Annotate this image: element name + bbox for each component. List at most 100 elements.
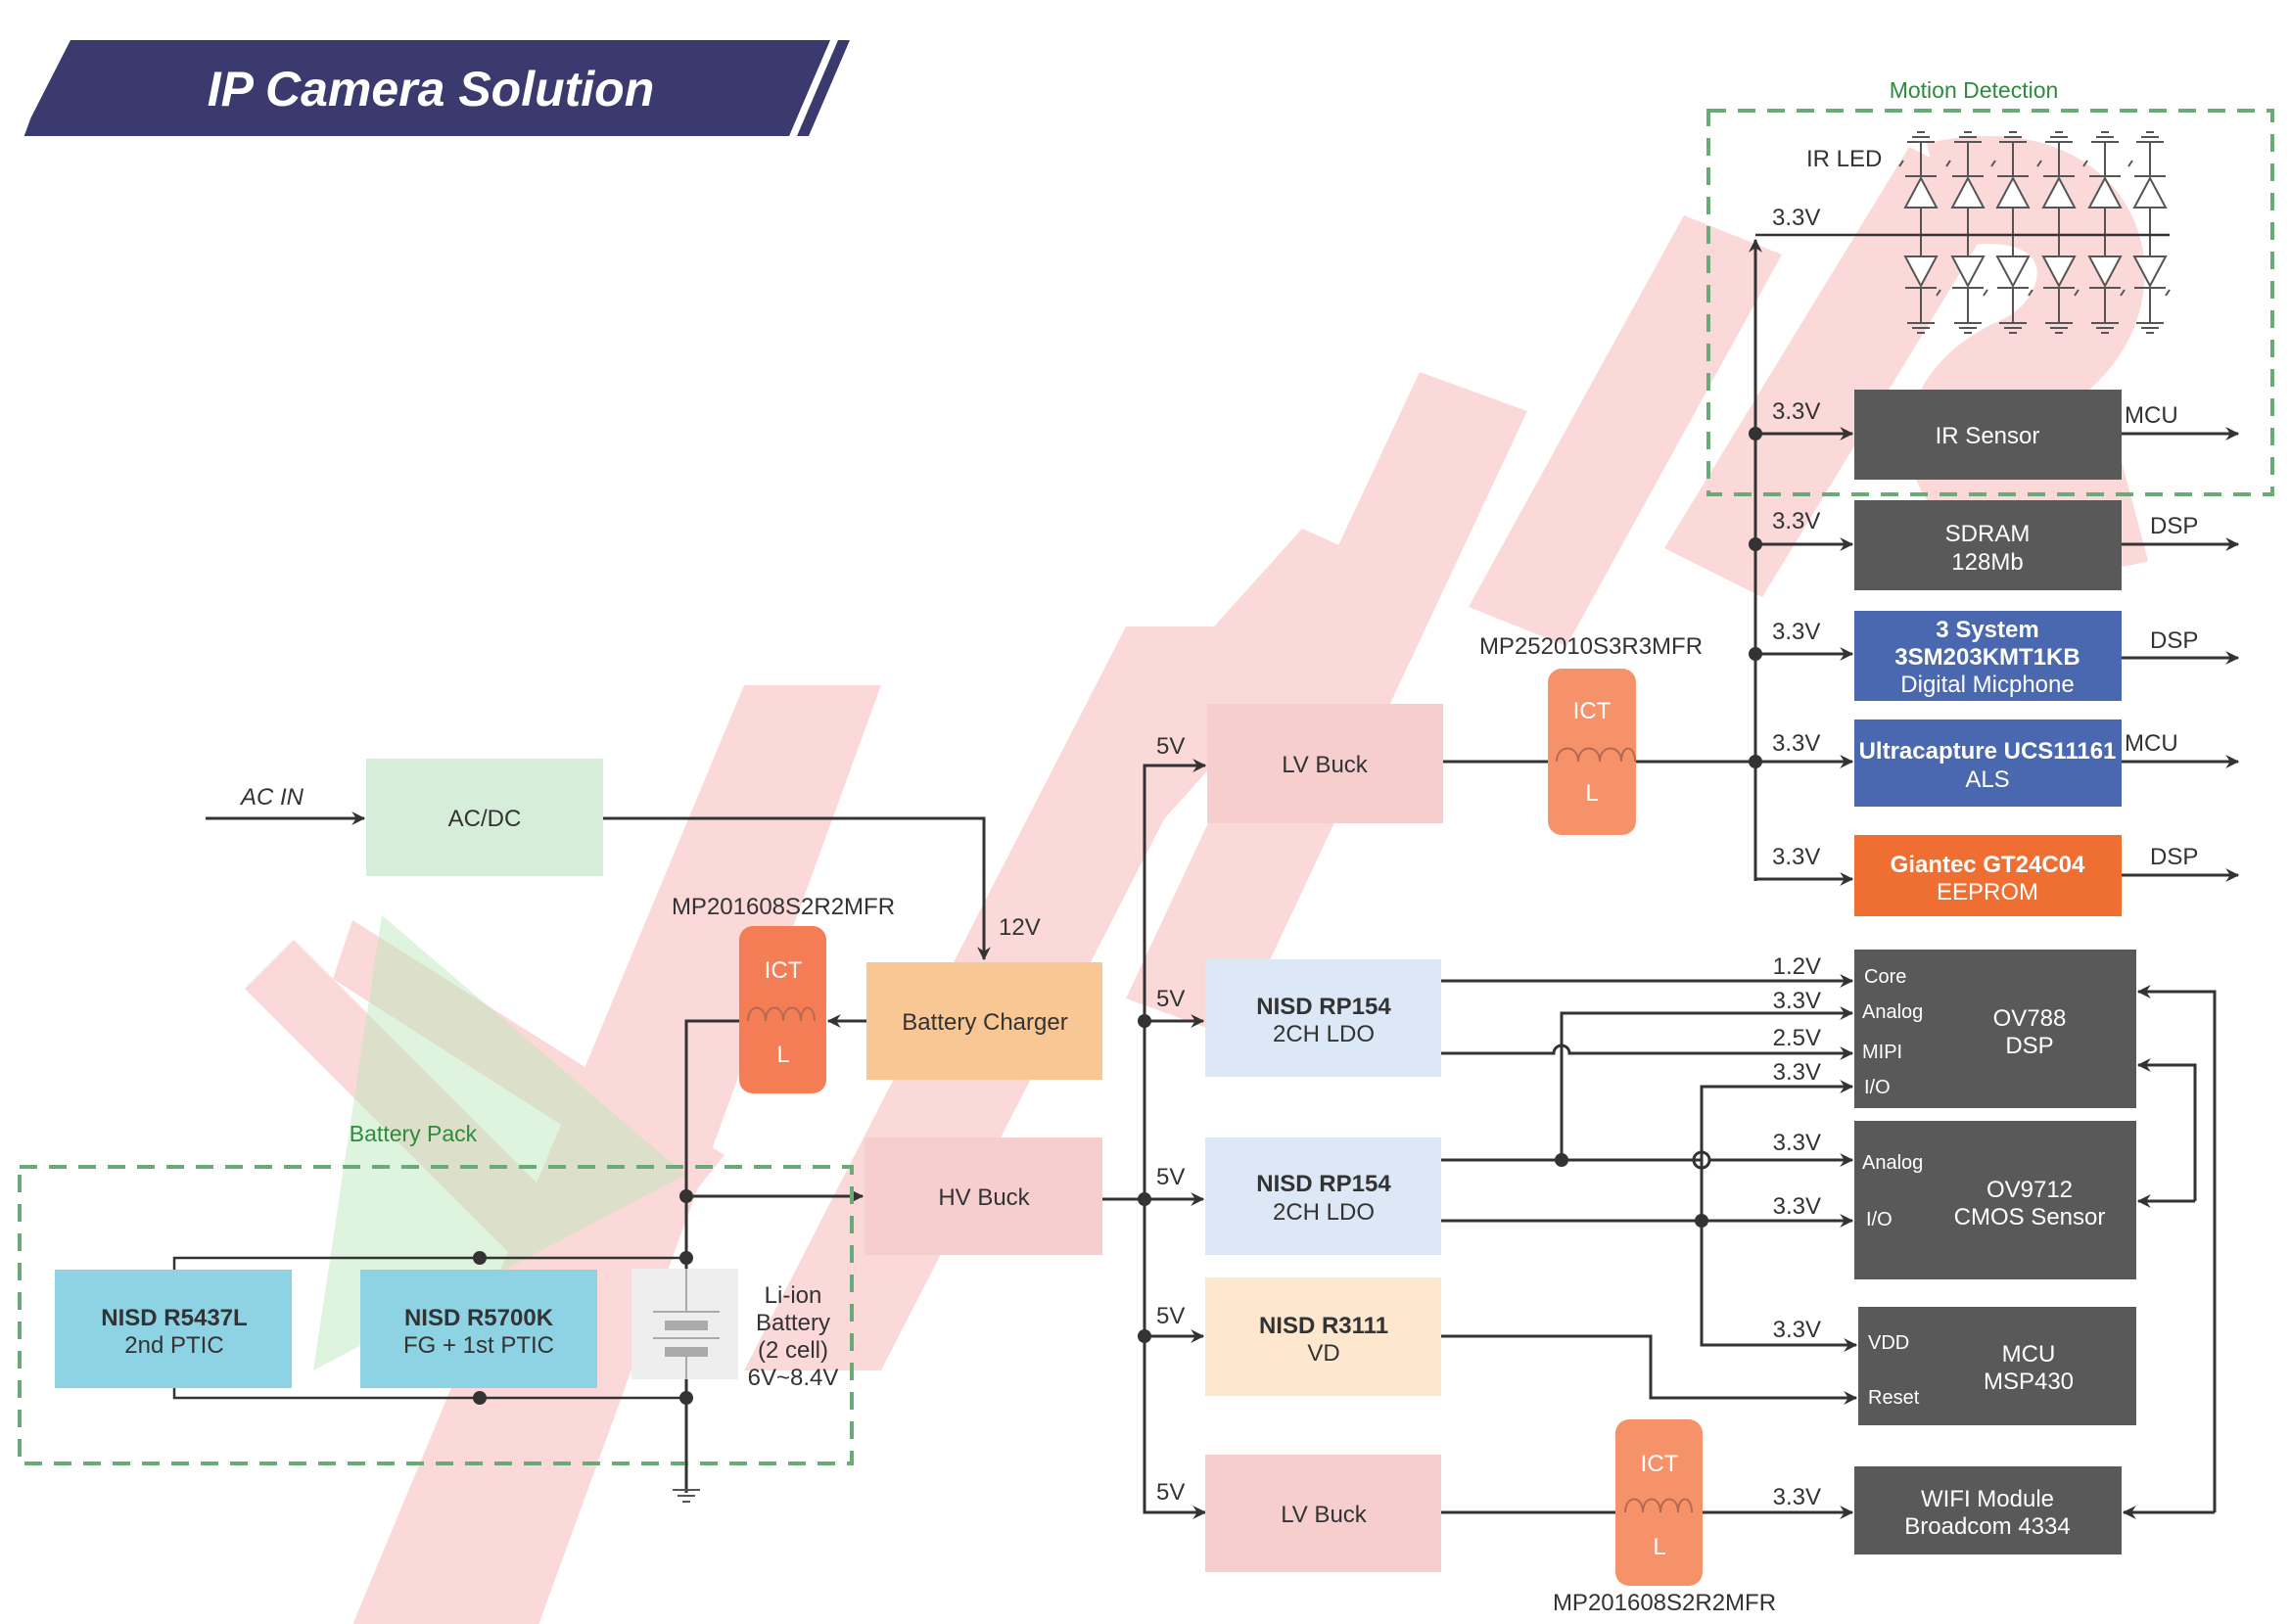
ldo2-voltage: 5V [1156,1164,1185,1190]
dsp-sub: DSP [2005,1033,2053,1059]
ir-led-icon [1995,255,2031,289]
microphone-part: 3SM203KMT1KB [1894,644,2080,671]
wifi-module-block [1854,1466,2122,1554]
dsp-io-voltage: 3.3V [1773,1059,1821,1086]
ir-led-label: IR LED [1806,146,1882,172]
ldo1-part: NISD RP154 [1256,994,1391,1020]
lv-buck-top-voltage: 5V [1156,733,1185,760]
microphone-desc: Digital Micphone [1900,672,2074,698]
pack-chip2-desc: FG + 1st PTIC [403,1332,554,1359]
hv-buck-label: HV Buck [938,1184,1030,1211]
als-block [1854,719,2122,807]
als-voltage: 3.3V [1772,730,1820,757]
ldo2-block [1205,1137,1441,1255]
dsp-mipi-voltage: 2.5V [1773,1025,1821,1051]
battery-pack-group [18,1165,854,1465]
als-desc: ALS [1965,766,2009,793]
ldo1-voltage: 5V [1156,986,1185,1012]
dsp-pin-mipi: MIPI [1862,1042,1902,1063]
cmos-io-voltage: 3.3V [1773,1193,1821,1220]
coil-icon [1624,1498,1693,1513]
battery-icon [631,1269,738,1379]
wifi-voltage: 3.3V [1773,1484,1821,1510]
inductor-charger: ICT L [739,926,826,1093]
cmos-name: OV9712 [1986,1177,2073,1203]
cmos-sub: CMOS Sensor [1954,1204,2106,1230]
lv-buck-top-label: LV Buck [1282,752,1369,778]
pack-chip1-desc: 2nd PTIC [124,1332,223,1359]
page-title: IP Camera Solution [208,62,655,116]
ir-led-icon [1950,255,1986,289]
acdc-block [366,759,603,876]
mcu-sub: MSP430 [1984,1369,2074,1395]
cmos-analog-voltage: 3.3V [1773,1130,1821,1156]
cmos-pin-analog: Analog [1862,1152,1923,1174]
dsp-name: OV788 [1993,1005,2067,1032]
battery-cells: (2 cell) [758,1337,828,1364]
motion-detection-label: Motion Detection [1890,77,2059,103]
dsp-analog-voltage: 3.3V [1773,988,1821,1014]
ict-top-part: MP252010S3R3MFR [1479,633,1703,660]
pack-chip2-part: NISD R5700K [404,1305,554,1331]
microphone-output-label: DSP [2150,627,2198,654]
wifi-sub: Broadcom 4334 [1904,1513,2070,1540]
lv-buck-bottom-label: LV Buck [1281,1502,1368,1528]
mcu-pin-reset: Reset [1868,1387,1920,1409]
ict-bottom-part: MP201608S2R2MFR [1553,1590,1776,1616]
charger-input-voltage: 12V [999,914,1041,941]
sdram-voltage: 3.3V [1772,508,1820,534]
eeprom-desc: EEPROM [1937,879,2038,905]
wifi-name: WIFI Module [1921,1486,2054,1512]
inductor-top: ICT L [1548,669,1636,835]
sdram-name: SDRAM [1945,521,2031,547]
sdram-output-label: DSP [2150,513,2198,539]
ir-sensor-voltage: 3.3V [1772,398,1820,425]
sdram-size: 128Mb [1951,549,2023,576]
ir-led-icon [2132,175,2168,209]
battery-pack-label: Battery Pack [350,1121,478,1146]
inductor-bottom: ICT L [1615,1419,1703,1586]
mcu-vdd-voltage: 3.3V [1773,1317,1821,1343]
ldo1-desc: 2CH LDO [1273,1021,1375,1047]
ict-top-label: ICT [1573,698,1612,724]
acdc-label: AC/DC [448,806,522,832]
ict-top-l-label: L [1585,780,1598,807]
microphone-voltage: 3.3V [1772,619,1820,645]
title-banner: IP Camera Solution [19,39,850,137]
ac-in-label: AC IN [239,784,304,811]
eeprom-part: Giantec GT24C04 [1891,852,2085,878]
hv-buck-block [865,1137,1102,1255]
ir-led-icon [1903,255,1939,289]
motion-detection-group [1706,109,2274,496]
vd-voltage: 5V [1156,1303,1185,1329]
cmos-sensor-block [1854,1121,2136,1279]
lv-buck-bottom-block [1205,1455,1441,1572]
ict-bottom-label: ICT [1641,1451,1679,1477]
ict-charger-label: ICT [765,957,803,984]
coil-icon [1556,747,1636,763]
mcu-name: MCU [2002,1341,2056,1368]
ict-charger-l-label: L [776,1042,789,1068]
vd-desc: VD [1307,1340,1339,1367]
sdram-block [1854,500,2122,590]
dsp-pin-analog: Analog [1862,1001,1923,1023]
dsp-pin-core: Core [1864,966,1906,988]
vd-part: NISD R3111 [1259,1313,1388,1339]
ir-led-icon [2087,255,2123,289]
dsp-core-voltage: 1.2V [1773,953,1821,980]
mcu-block [1858,1307,2136,1425]
pack-chip1-part: NISD R5437L [101,1305,247,1331]
battery-type: Li-ion [765,1282,822,1309]
vd-block [1205,1277,1441,1396]
battery-voltage-range: 6V~8.4V [748,1365,839,1391]
ir-sensor-output-label: MCU [2125,402,2178,429]
microphone-block [1854,611,2122,701]
cmos-pin-io: I/O [1866,1209,1893,1230]
ir-led-icon [2041,255,2077,289]
ir-sensor-block [1854,390,2122,480]
ir-sensor-label: IR Sensor [1936,423,2040,449]
ict-bottom-l-label: L [1653,1534,1665,1560]
dsp-block [1854,950,2136,1108]
ir-led-array [1898,131,2171,334]
